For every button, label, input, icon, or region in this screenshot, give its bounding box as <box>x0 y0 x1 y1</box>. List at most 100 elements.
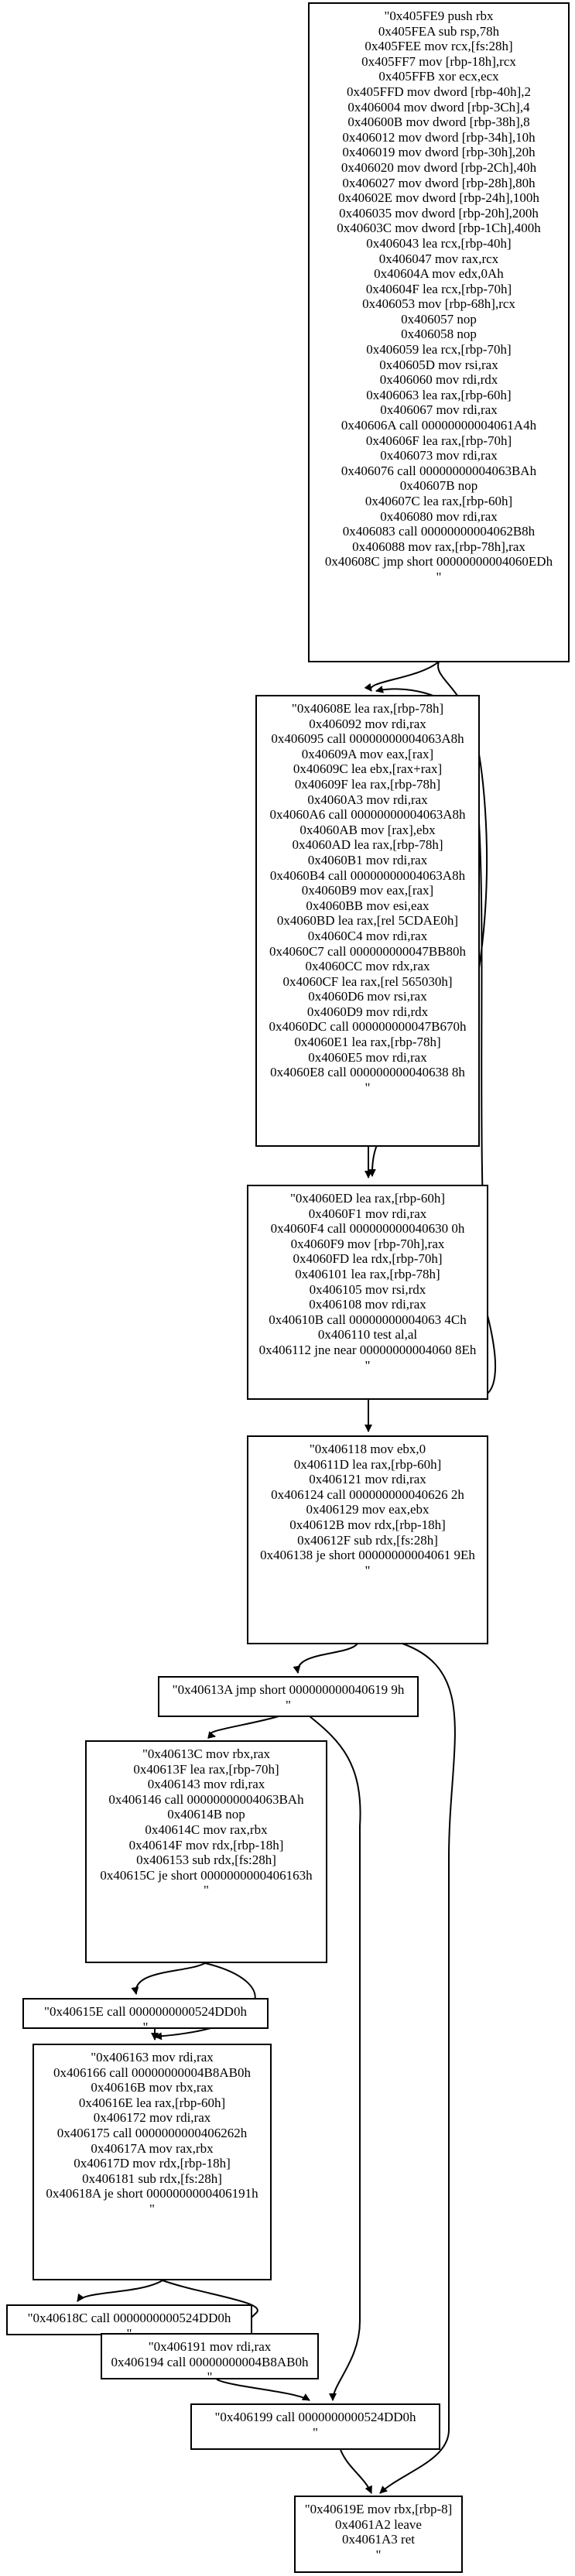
instruction-line: "0x4060ED lea rax,[rbp-60h] <box>289 1191 445 1206</box>
instruction-line: 0x4060DC call 000000000047B670h <box>269 1019 467 1035</box>
edge-406118-to-40619E <box>379 1643 456 2494</box>
edge-40613C-to-40615E <box>131 1962 206 1995</box>
instruction-line: 0x406194 call 00000000004B8AB0h <box>111 2354 309 2369</box>
instruction-line: 0x4061A2 leave <box>335 2516 422 2532</box>
instruction-line: 0x40614F mov rdx,[rbp-18h] <box>128 1837 284 1852</box>
instruction-line: 0x406012 mov dword [rbp-34h],10h <box>342 129 536 145</box>
block-40613A: "0x40613A jmp short 000000000040619 9h" <box>158 1676 419 1717</box>
instruction-line: "0x40608E lea rax,[rbp-78h] <box>291 701 444 716</box>
instruction-line: 0x406053 mov [rbp-68h],rcx <box>362 296 515 312</box>
instruction-line: 0x4060C7 call 000000000047BB80h <box>269 943 467 959</box>
instruction-line: 0x4060E1 lea rax,[rbp-78h] <box>294 1035 441 1050</box>
instruction-line: "0x40613A jmp short 000000000040619 9h <box>172 1682 405 1697</box>
edge-406199-to-40619E <box>340 2449 372 2494</box>
edge-406163-to-40618C <box>77 2280 163 2302</box>
instruction-line: 0x4060BB mov esi,eax <box>306 898 430 913</box>
instruction-line: 0x405FFD mov dword [rbp-40h],2 <box>347 84 531 99</box>
instruction-line: 0x40604A mov edx,0Ah <box>374 266 504 282</box>
instruction-line: 0x40609C lea ebx,[rax+rax] <box>293 761 443 777</box>
instruction-line: 0x40600B mov dword [rbp-38h],8 <box>347 115 530 130</box>
instruction-line: 0x40615C je short 0000000000406163h <box>100 1867 313 1883</box>
instruction-line: 0x4060E8 call 000000000040638 8h <box>270 1065 465 1080</box>
instruction-line: 0x405FF7 mov [rbp-18h],rcx <box>361 53 516 69</box>
instruction-line: 0x406146 call 00000000004063BAh <box>108 1791 304 1807</box>
instruction-line: 0x406043 lea rcx,[rbp-40h] <box>366 235 512 251</box>
instruction-line: "0x406191 mov rdi,rax <box>148 2339 272 2354</box>
instruction-line: 0x406092 mov rdi,rax <box>309 716 426 731</box>
instruction-line: 0x40617D mov rdx,[rbp-18h] <box>74 2156 231 2171</box>
instruction-line: 0x406047 mov rax,rcx <box>378 251 499 266</box>
instruction-line: 0x406058 nop <box>401 327 477 342</box>
instruction-line: 0x406129 mov eax,ebx <box>306 1502 430 1517</box>
instruction-line: 0x406057 nop <box>401 311 477 327</box>
instruction-line: " <box>313 2424 318 2440</box>
instruction-line: 0x4060F4 call 000000000040630 0h <box>270 1221 465 1237</box>
instruction-line: 0x40614B nop <box>167 1807 245 1822</box>
instruction-line: "0x406163 mov rdi,rax <box>91 2050 214 2065</box>
instruction-line: 0x40611D lea rax,[rbp-60h] <box>293 1456 442 1472</box>
instruction-line: 0x4060E5 mov rdi,rax <box>308 1049 427 1065</box>
edge-40613A-to-406199 <box>309 1716 361 2401</box>
instruction-line: 0x406004 mov dword [rbp-3Ch],4 <box>347 99 530 115</box>
instruction-line: 0x40614C mov rax,rbx <box>145 1822 268 1837</box>
instruction-line: 0x4060F9 mov [rbp-70h],rax <box>290 1236 445 1251</box>
block-40608E: "0x40608E lea rax,[rbp-78h]0x406092 mov … <box>255 695 480 1147</box>
instruction-line: 0x406108 mov rdi,rax <box>309 1297 426 1312</box>
instruction-line: 0x406153 sub rdx,[fs:28h] <box>136 1852 276 1868</box>
instruction-line: "0x40619E mov rbx,[rbp-8] <box>304 2502 453 2516</box>
instruction-line: 0x40613F lea rax,[rbp-70h] <box>133 1761 279 1777</box>
instruction-line: 0x406020 mov dword [rbp-2Ch],40h <box>341 159 537 175</box>
block-4060ED: "0x4060ED lea rax,[rbp-60h]0x4060F1 mov … <box>247 1185 488 1400</box>
instruction-line: 0x405FFB xor ecx,ecx <box>378 69 499 84</box>
instruction-line: 0x4060D9 mov rdi,rdx <box>306 1004 429 1019</box>
instruction-line: 0x4060A3 mov rdi,rax <box>307 792 428 807</box>
instruction-line: 0x406019 mov dword [rbp-30h],20h <box>342 145 536 160</box>
instruction-line: 0x40616E lea rax,[rbp-60h] <box>78 2095 226 2110</box>
instruction-line: 0x406076 call 00000000004063BAh <box>341 463 537 478</box>
instruction-line: " <box>365 1562 371 1578</box>
edge-405FE9-to-40608E <box>364 661 440 692</box>
block-40618C: "0x40618C call 0000000000524DD0h" <box>6 2304 252 2341</box>
instruction-line: 0x406101 lea rax,[rbp-78h] <box>295 1266 440 1281</box>
instruction-line: 0x40610B call 00000000004063 4Ch <box>269 1312 467 1327</box>
instruction-line: 0x406059 lea rcx,[rbp-70h] <box>366 342 512 357</box>
instruction-line: 0x406063 lea rax,[rbp-60h] <box>366 387 512 402</box>
instruction-line: 0x406166 call 00000000004B8AB0h <box>53 2065 251 2080</box>
instruction-line: 0x40609F lea rax,[rbp-78h] <box>294 776 441 792</box>
instruction-line: 0x406105 mov rsi,rdx <box>309 1281 426 1297</box>
instruction-line: " <box>436 569 442 584</box>
instruction-line: "0x40618C call 0000000000524DD0h <box>27 2311 231 2325</box>
instruction-line: 0x4060B1 mov rdi,rax <box>307 852 428 867</box>
instruction-line: 0x4060F1 mov rdi,rax <box>308 1206 427 1221</box>
instruction-line: 0x406088 mov rax,[rbp-78h],rax <box>352 539 525 554</box>
instruction-line: 0x406095 call 00000000004063A8h <box>271 731 464 747</box>
edge-406191-to-406199 <box>216 2379 310 2401</box>
block-40615E: "0x40615E call 0000000000524DD0h" <box>22 1998 269 2034</box>
instruction-line: 0x4060C4 mov rdi,rax <box>307 928 428 943</box>
instruction-line: 0x406112 jne near 00000000004060 8Eh <box>258 1342 477 1357</box>
instruction-line: 0x4060CC mov rdx,rax <box>305 959 430 974</box>
instruction-line: "0x405FE9 push rbx <box>384 9 494 23</box>
instruction-line: 0x406083 call 00000000004062B8h <box>342 524 536 539</box>
instruction-line: 0x40602E mov dword [rbp-24h],100h <box>338 190 539 206</box>
instruction-line: 0x4060B4 call 00000000004063A8h <box>269 867 466 883</box>
instruction-line: "0x40615E call 0000000000524DD0h <box>44 2004 247 2019</box>
instruction-line: 0x40612B mov rdx,[rbp-18h] <box>289 1517 446 1532</box>
instruction-line: 0x4060CF lea rax,[rel 565030h] <box>282 973 453 989</box>
instruction-line: 0x40618A je short 0000000000406191h <box>46 2186 258 2201</box>
instruction-line: 0x406060 mov rdi,rdx <box>379 372 498 388</box>
instruction-line: 0x406181 sub rdx,[fs:28h] <box>82 2171 222 2186</box>
instruction-line: 0x406121 mov rdi,rax <box>309 1472 426 1487</box>
instruction-line: 0x4061A3 ret <box>342 2532 415 2547</box>
instruction-line: "0x406199 call 0000000000524DD0h <box>214 2410 416 2424</box>
instruction-line: " <box>207 2369 213 2385</box>
instruction-line: " <box>365 1357 371 1373</box>
instruction-line: 0x4060AD lea rax,[rbp-78h] <box>292 837 443 853</box>
instruction-line: 0x406175 call 0000000000406262h <box>56 2125 248 2140</box>
